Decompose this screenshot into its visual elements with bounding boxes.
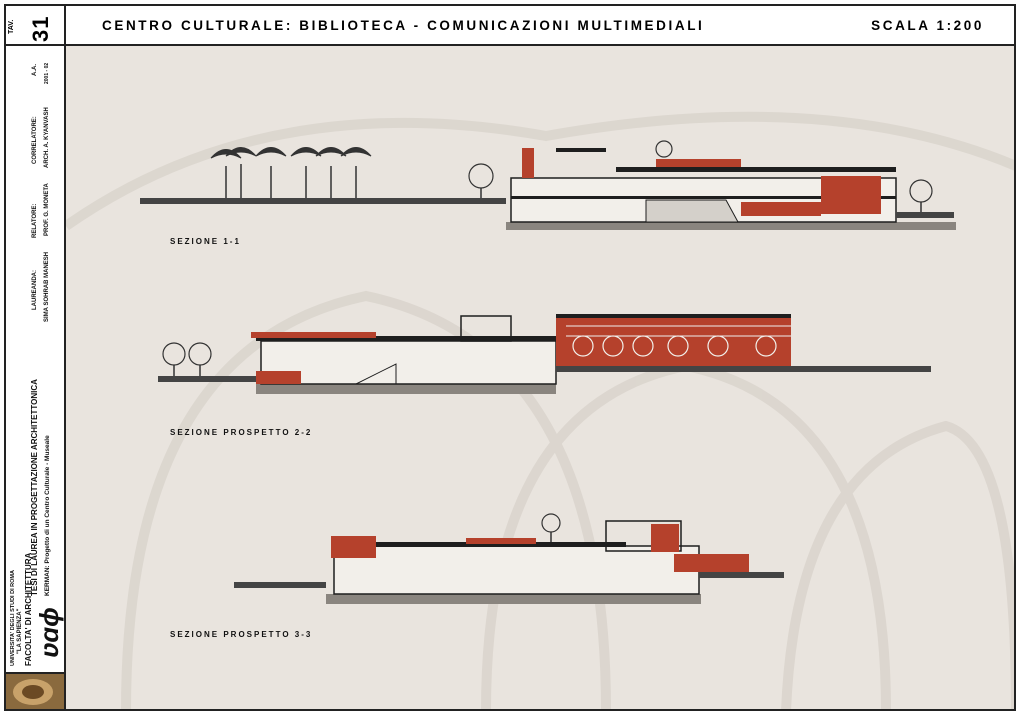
section-1-1	[140, 140, 956, 230]
ground-line	[234, 582, 326, 588]
section-label-2-2: SEZIONE PROSPETTO 2-2	[170, 428, 313, 437]
palm-trees	[210, 147, 372, 198]
red-panel	[821, 176, 881, 214]
red-panel	[651, 524, 679, 552]
roof-slab	[256, 336, 556, 341]
upper-volume	[605, 520, 682, 552]
upper-volume	[460, 315, 512, 342]
ground-line	[140, 198, 506, 204]
trees	[162, 342, 212, 376]
section-label-3-3: SEZIONE PROSPETTO 3-3	[170, 630, 313, 639]
tav-box: TAV. 31	[4, 4, 64, 46]
drawing-area: SEZIONE 1-1 SEZIONE PROSPETTO 2-2 SEZION…	[66, 46, 1016, 711]
red-panel	[251, 332, 376, 338]
tree	[541, 513, 561, 542]
floor-slab	[511, 196, 896, 199]
red-panel	[256, 371, 301, 384]
red-panel	[741, 202, 821, 216]
vault-thumbnail-image	[4, 672, 64, 710]
auditorium-seating	[645, 199, 739, 223]
ground-base	[256, 384, 556, 394]
roof-slab	[556, 314, 791, 318]
tree	[468, 163, 494, 198]
ground-line	[158, 376, 256, 382]
ground-line	[896, 212, 954, 218]
title-bar: CENTRO CULTURALE: BIBLIOTECA - COMUNICAZ…	[66, 4, 1016, 46]
roof-slab	[366, 542, 626, 547]
sheet-title: CENTRO CULTURALE: BIBLIOTECA - COMUNICAZ…	[102, 18, 705, 33]
red-panel	[656, 159, 741, 167]
title-block-sidebar: TAV. 31 UNIVERSITA' DEGLI STUDI DI ROMA …	[4, 4, 66, 711]
pergola	[566, 325, 791, 337]
red-panel	[522, 148, 534, 178]
ground-line	[556, 366, 931, 372]
building-body	[333, 545, 700, 595]
section-label-1-1: SEZIONE 1-1	[170, 237, 241, 246]
thumbnail-graphic	[13, 679, 53, 705]
ground-base	[326, 594, 701, 604]
roof-slab	[616, 167, 896, 172]
section-2-2	[158, 314, 931, 394]
sheet-border	[4, 4, 1016, 711]
upper-roof	[556, 148, 606, 152]
building-body	[260, 340, 557, 385]
ground-line	[699, 572, 784, 578]
sheet-scale: SCALA 1:200	[871, 18, 984, 33]
stair	[355, 363, 397, 385]
red-panel	[331, 536, 376, 558]
sections-drawing	[66, 111, 1016, 711]
section-3-3	[234, 513, 784, 604]
red-panel	[466, 538, 536, 544]
red-panel	[674, 554, 749, 572]
red-facade	[556, 316, 791, 366]
ground-base	[506, 222, 956, 230]
